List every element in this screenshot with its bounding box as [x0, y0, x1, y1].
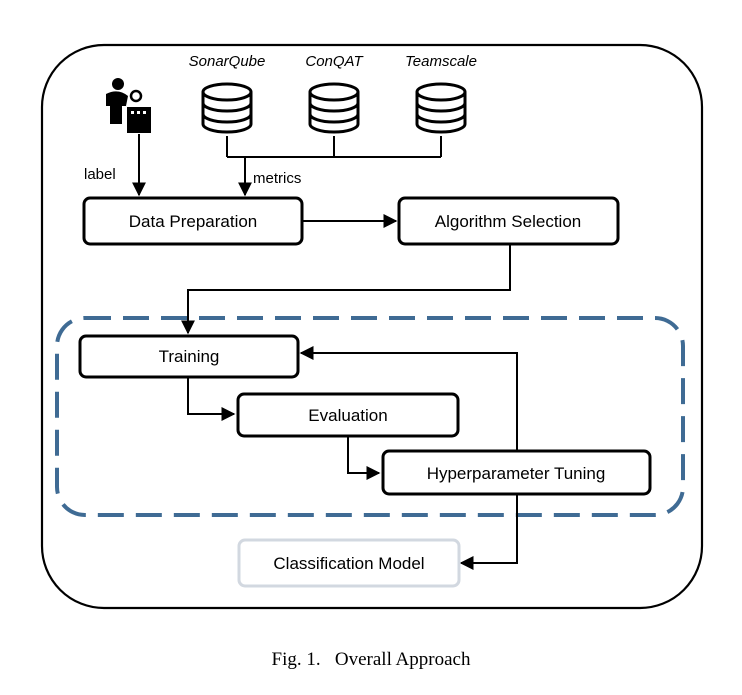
data-preparation-label: Data Preparation — [129, 212, 258, 231]
algorithm-selection-label: Algorithm Selection — [435, 212, 581, 231]
database-icon-sonarqube — [201, 82, 253, 134]
algorithm-selection-box — [397, 196, 620, 246]
tool-label-teamscale: Teamscale — [405, 53, 477, 70]
database-icon-teamscale — [415, 82, 467, 134]
dashed-group — [55, 316, 685, 517]
arrow-tuning-to-model — [459, 494, 518, 570]
arrow-training-to-evaluation — [187, 377, 236, 421]
tool-label-sonarqube: SonarQube — [189, 53, 266, 70]
metrics-edge-label: metrics — [253, 170, 301, 187]
database-icon-conqat — [308, 82, 360, 134]
hyperparameter-tuning-label: Hyperparameter Tuning — [427, 464, 606, 483]
label-edge-label: label — [84, 166, 116, 183]
arrow-evaluation-to-tuning — [347, 436, 381, 480]
figure-caption: Fig. 1. Overall Approach — [272, 649, 471, 670]
tool-label-conqat: ConQAT — [305, 53, 364, 70]
outer-frame — [40, 43, 704, 610]
classification-model-label: Classification Model — [273, 554, 424, 573]
arrow-algo-to-training — [181, 244, 511, 335]
classification-model-box — [237, 538, 461, 588]
evaluation-label: Evaluation — [308, 406, 387, 425]
arrow-tuning-to-training — [299, 346, 518, 451]
metrics-connector — [226, 136, 442, 197]
person-with-magnifier-icon — [106, 78, 151, 133]
training-label: Training — [159, 347, 220, 366]
